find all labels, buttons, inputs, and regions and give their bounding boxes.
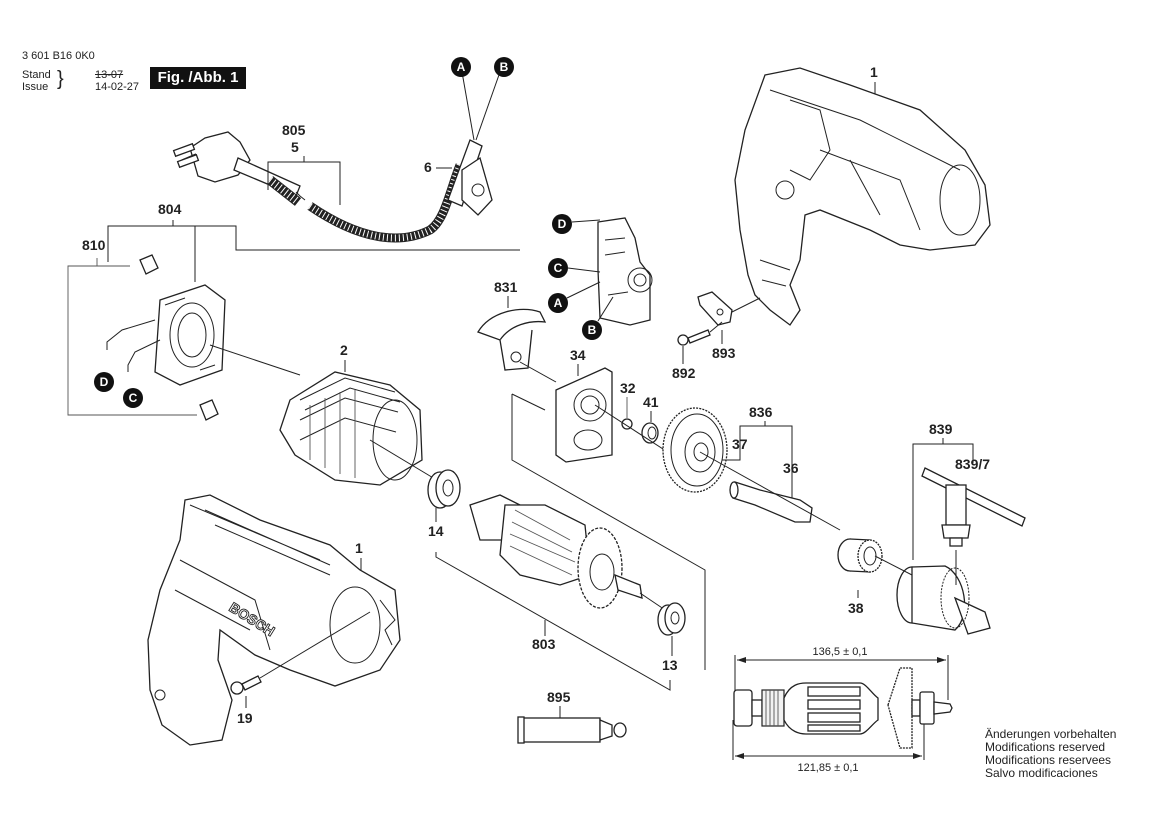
label-14: 14 <box>428 523 444 539</box>
svg-text:A: A <box>554 296 563 310</box>
label-6: 6 <box>424 159 432 175</box>
label-804: 804 <box>158 201 182 217</box>
label-836: 836 <box>749 404 773 420</box>
dimension-bearing: 121,85 ± 0,1 <box>797 762 858 774</box>
svg-text:C: C <box>129 391 138 405</box>
svg-text:D: D <box>100 375 109 389</box>
connector-d-switch: D <box>552 214 572 234</box>
connector-c-switch: C <box>548 258 568 278</box>
label-37: 37 <box>732 436 748 452</box>
brush-holder[interactable] <box>154 284 226 386</box>
label-839: 839 <box>929 421 953 437</box>
label-895: 895 <box>547 689 571 705</box>
cord-protector[interactable] <box>447 139 493 216</box>
label-34: 34 <box>570 347 586 363</box>
connector-a-switch: A <box>548 293 568 313</box>
power-cord[interactable] <box>266 163 465 243</box>
issue-value: 14-02-27 <box>95 81 140 93</box>
housing-screw[interactable] <box>230 675 262 695</box>
label-892: 892 <box>672 365 696 381</box>
grease-tube[interactable] <box>517 716 627 744</box>
label-36: 36 <box>783 460 799 476</box>
connector-b-top: B <box>494 57 514 77</box>
svg-text:A: A <box>457 60 466 74</box>
figure-label: Fig. /Abb. 1 <box>150 67 246 89</box>
lead-wire-d <box>106 319 156 350</box>
issue-label: Issue <box>22 81 49 93</box>
housing-half-left[interactable] <box>147 494 401 746</box>
label-839-7: 839/7 <box>955 456 990 472</box>
connector-d-brush: D <box>94 372 114 392</box>
label-41: 41 <box>643 394 659 410</box>
switch[interactable] <box>597 217 653 326</box>
stand-label: Stand <box>22 69 51 81</box>
carbon-brush[interactable] <box>199 399 219 421</box>
steel-ball[interactable] <box>621 418 633 430</box>
label-1-bottom: 1 <box>355 540 363 556</box>
label-810: 810 <box>82 237 106 253</box>
switch-cover[interactable] <box>477 308 547 371</box>
armature[interactable] <box>469 494 643 609</box>
label-2: 2 <box>340 342 348 358</box>
carbon-brush[interactable] <box>139 254 159 275</box>
drill-chuck[interactable] <box>896 565 991 635</box>
svg-text:D: D <box>558 217 567 231</box>
housing-half-right[interactable] <box>734 67 991 326</box>
field-stator[interactable] <box>279 371 423 486</box>
tapping-screw[interactable] <box>677 329 711 346</box>
bearing-sleeve[interactable] <box>837 538 883 573</box>
connector-a-top: A <box>451 57 471 77</box>
armature-dimension-drawing: 136,5 ± 0,1 121,85 ± 0,1 <box>732 646 953 774</box>
label-893: 893 <box>712 345 736 361</box>
label-831: 831 <box>494 279 518 295</box>
spindle[interactable] <box>729 481 813 523</box>
connector-c-brush: C <box>123 388 143 408</box>
lead-wire-c <box>127 339 161 372</box>
svg-text:B: B <box>588 323 597 337</box>
label-13: 13 <box>662 657 678 673</box>
label-805: 805 <box>282 122 306 138</box>
cable-clamp[interactable] <box>697 291 733 326</box>
connector-b-switch: B <box>582 320 602 340</box>
svg-text:C: C <box>554 261 563 275</box>
chuck-key[interactable] <box>921 467 1026 547</box>
gear-wheel[interactable] <box>662 407 728 493</box>
stand-value: 13-07 <box>95 69 124 81</box>
ball-bearing-13[interactable] <box>657 602 686 636</box>
wire-b <box>475 71 501 141</box>
wire-a <box>461 71 475 141</box>
notice-de: Änderungen vorbehalten <box>985 727 1117 741</box>
svg-text:B: B <box>500 60 509 74</box>
label-32: 32 <box>620 380 636 396</box>
part-number: 3 601 B16 0K0 <box>22 50 95 62</box>
label-803: 803 <box>532 636 556 652</box>
modifications-notice: Änderungen vorbehalten Modifications res… <box>985 728 1116 780</box>
dimension-overall: 136,5 ± 0,1 <box>813 646 868 658</box>
header-brace: } <box>57 68 64 90</box>
ball-bearing-14[interactable] <box>427 469 461 509</box>
notice-es: Salvo modificaciones <box>985 766 1098 780</box>
fan-baffle[interactable] <box>555 367 613 463</box>
notice-fr: Modifications reservees <box>985 753 1112 767</box>
notice-en: Modifications reserved <box>985 740 1106 754</box>
label-1-top: 1 <box>870 64 878 80</box>
label-5: 5 <box>291 139 299 155</box>
label-19: 19 <box>237 710 253 726</box>
label-38: 38 <box>848 600 864 616</box>
